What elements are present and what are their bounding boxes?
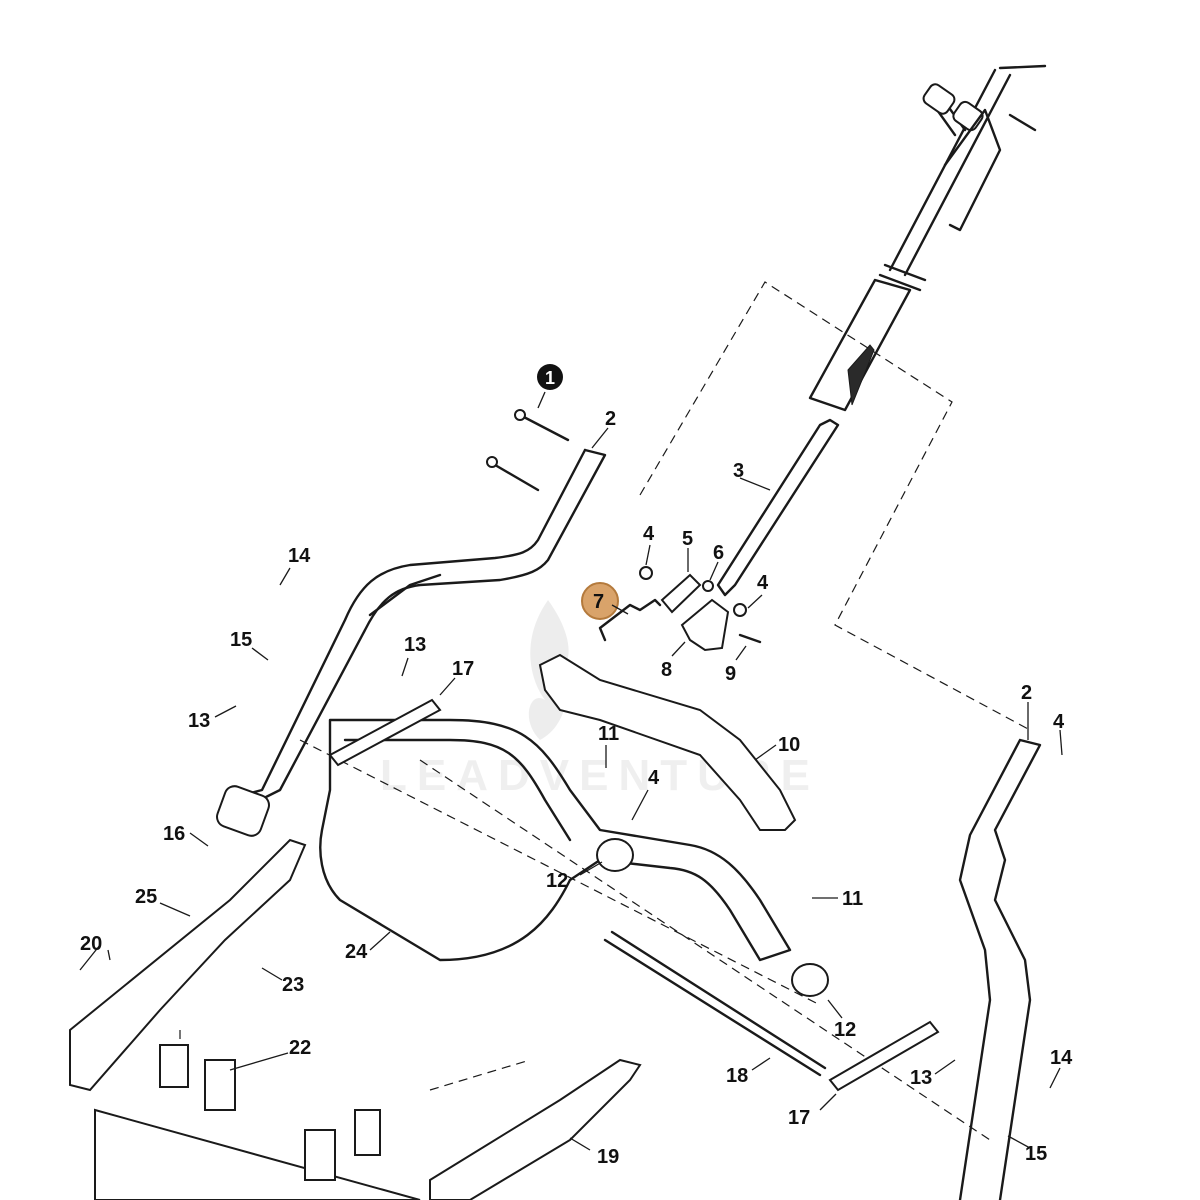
cable-guide-right bbox=[429, 1058, 642, 1200]
callout-13-right: 13 bbox=[910, 1067, 932, 1089]
callout-17-upper: 17 bbox=[452, 658, 474, 680]
callout-22: 22 bbox=[289, 1037, 311, 1059]
leader-lines bbox=[79, 427, 1063, 1151]
callout-6: 6 bbox=[713, 542, 724, 564]
mower-deck-edge bbox=[94, 1108, 421, 1200]
callout-10: 10 bbox=[778, 734, 800, 756]
callout-16: 16 bbox=[163, 823, 185, 845]
upper-handle-assembly bbox=[878, 64, 1047, 292]
clamp-knob-upper bbox=[596, 838, 634, 872]
callout-25: 25 bbox=[135, 886, 157, 908]
callout-7: 7 bbox=[593, 591, 604, 613]
clip-bracket-3 bbox=[354, 1109, 381, 1156]
clip-bracket-2 bbox=[304, 1129, 336, 1181]
bracket-cluster bbox=[598, 566, 762, 652]
marker-badge bbox=[537, 364, 563, 390]
cross-rod bbox=[603, 930, 827, 1077]
cable-guide-left bbox=[69, 838, 307, 1092]
callout-4-middle: 4 bbox=[648, 767, 660, 789]
callout-12-upper: 12 bbox=[546, 870, 568, 892]
callout-11-upper: 11 bbox=[598, 723, 619, 745]
callout-5: 5 bbox=[682, 528, 693, 550]
callout-17-lower: 17 bbox=[788, 1107, 810, 1129]
callout-15-right: 15 bbox=[1025, 1143, 1047, 1165]
right-handle-tube bbox=[958, 738, 1042, 1200]
callout-14-right: 14 bbox=[1050, 1047, 1073, 1069]
callout-14-left: 14 bbox=[288, 545, 311, 567]
callout-24: 24 bbox=[345, 941, 368, 963]
callout-23: 23 bbox=[282, 974, 304, 996]
bolt-long-upper bbox=[486, 409, 570, 492]
callout-15-left: 15 bbox=[230, 629, 252, 651]
callout-13-upper: 13 bbox=[404, 634, 426, 656]
callout-8: 8 bbox=[661, 659, 672, 681]
support-strap-upper bbox=[328, 698, 442, 767]
callout-9: 9 bbox=[725, 663, 736, 685]
callout-13-left: 13 bbox=[188, 710, 210, 732]
callout-20: 20 bbox=[80, 933, 102, 955]
lower-handle-frame bbox=[319, 718, 792, 962]
callout-2-right: 2 bbox=[1021, 682, 1032, 704]
callout-3: 3 bbox=[733, 460, 744, 482]
left-handle-tube bbox=[216, 448, 607, 837]
control-rod bbox=[716, 418, 840, 597]
callout-18: 18 bbox=[726, 1065, 748, 1087]
callout-19: 19 bbox=[597, 1146, 619, 1168]
support-strap-lower bbox=[828, 1020, 940, 1092]
callout-4-far-right: 4 bbox=[1053, 711, 1065, 733]
clamp-knob-lower bbox=[791, 963, 829, 997]
callout-4-top: 4 bbox=[643, 523, 655, 545]
cable-tube bbox=[808, 278, 912, 412]
callout-11-lower: 11 bbox=[842, 888, 863, 910]
clip-bracket-4 bbox=[159, 1044, 189, 1088]
callout-7-highlight bbox=[581, 582, 619, 620]
callout-4-right: 4 bbox=[757, 572, 769, 594]
assembly-outline-left bbox=[179, 1030, 531, 1091]
marker-number: 1 bbox=[545, 368, 555, 388]
callout-2-left: 2 bbox=[605, 408, 616, 430]
assembly-outline-lower bbox=[299, 739, 991, 1141]
handle-mount-bracket bbox=[538, 653, 797, 831]
clip-bracket-1 bbox=[204, 1059, 236, 1111]
assembly-outline-upper bbox=[639, 281, 1031, 731]
callout-12-lower: 12 bbox=[834, 1019, 856, 1041]
